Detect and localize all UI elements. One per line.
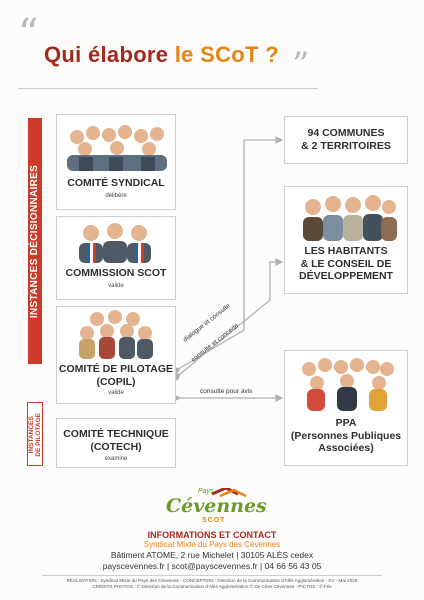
arrow-concerte: [172, 258, 284, 382]
copil-sub: valide: [108, 390, 124, 397]
group-photo-ppa: [302, 358, 394, 411]
label-avis: consulte pour avis: [200, 388, 253, 395]
box-ppa: PPA (Personnes Publiques Associées): [284, 350, 408, 466]
logo-pays: Pays: [198, 488, 214, 495]
footer-credit-2: CRÉDITS PHOTOS : © Direction de la Commu…: [92, 584, 332, 589]
box-habitants: LES HABITANTS & LE CONSEIL DE DÉVELOPPEM…: [284, 186, 408, 294]
title-divider: [18, 88, 318, 89]
habitants-title: LES HABITANTS & LE CONSEIL DE DÉVELOPPEM…: [299, 245, 393, 283]
cotech-sub: examine: [104, 456, 128, 463]
open-quote-mark: “: [18, 11, 39, 57]
cotech-title: COMITÉ TECHNIQUE (COTECH): [63, 428, 169, 453]
pays-cevennes-logo: Pays Cévennes SCOT: [160, 486, 267, 528]
footer-heading: INFORMATIONS ET CONTACT: [147, 530, 277, 540]
footer-org: Syndicat Mixte du Pays des Cévennes: [143, 540, 281, 549]
footer-contact: payscevennes.fr | scot@payscevennes.fr |…: [102, 561, 322, 571]
group-photo-commission-scot: [79, 223, 151, 263]
logo-roof-mark: [211, 486, 247, 498]
box-comite-syndical: COMITÉ SYNDICAL délibère: [56, 114, 176, 210]
group-photo-comite-syndical: [67, 125, 167, 171]
logo-scot: SCOT: [202, 517, 226, 524]
footer-divider: [42, 575, 382, 576]
footer-credit-1: RÉALISATION : Syndicat Mixte du Pays des…: [66, 578, 358, 583]
comite-syndical-title: COMITÉ SYNDICAL: [67, 177, 165, 189]
box-copil: COMITÉ DE PILOTAGE (COPIL) valide: [56, 306, 176, 404]
pilotage-band: [27, 402, 43, 466]
close-quote-mark: ”: [292, 45, 310, 85]
comite-syndical-sub: délibère: [105, 192, 127, 199]
group-photo-copil: [79, 310, 153, 359]
commission-scot-title: COMMISSION SCOT: [65, 267, 167, 279]
box-communes: 94 COMMUNES & 2 TERRITOIRES: [284, 116, 408, 164]
title-part-1: Qui élabore: [44, 42, 169, 67]
commission-scot-sub: valide: [108, 282, 124, 289]
box-cotech: COMITÉ TECHNIQUE (COTECH) examine: [56, 418, 176, 468]
footer-address: Bâtiment ATOME, 2 rue Michelet | 30105 A…: [110, 550, 314, 560]
copil-title: COMITÉ DE PILOTAGE (COPIL): [58, 363, 174, 388]
communes-title: 94 COMMUNES & 2 TERRITOIRES: [301, 127, 391, 152]
page-title: Qui élabore le SCoT ?: [44, 42, 279, 68]
group-photo-habitants: [303, 195, 397, 241]
title-part-2: le SCoT ?: [174, 42, 279, 67]
ppa-title: PPA (Personnes Publiques Associées): [290, 417, 402, 455]
decisionnaires-band: [28, 118, 42, 364]
logo-name: Cévennes: [166, 495, 267, 517]
box-commission-scot: COMMISSION SCOT valide: [56, 216, 176, 300]
